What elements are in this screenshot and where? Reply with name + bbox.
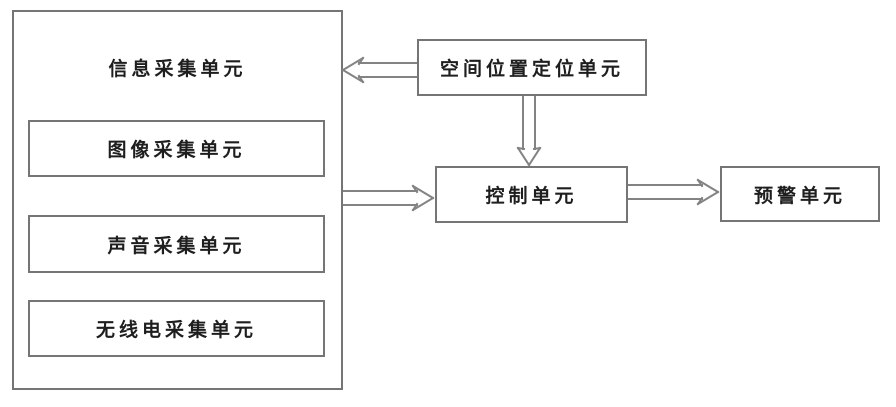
warning-unit-box: 预警单元 — [720, 166, 880, 222]
image-collection-unit-box: 图像采集单元 — [28, 120, 325, 177]
radio-collection-unit-label: 无线电采集单元 — [95, 319, 257, 341]
sound-collection-unit-box: 声音采集单元 — [28, 215, 325, 273]
arrow-info-to-control-icon — [343, 184, 435, 212]
image-collection-unit-label: 图像采集单元 — [107, 139, 246, 161]
control-unit-box: 控制单元 — [435, 166, 628, 223]
info-collection-unit-box: 信息采集单元 图像采集单元 声音采集单元 无线电采集单元 — [12, 10, 343, 390]
radio-collection-unit-box: 无线电采集单元 — [28, 300, 325, 357]
control-unit-label: 控制单元 — [485, 185, 578, 207]
arrow-positioning-to-info-icon — [341, 56, 417, 84]
info-collection-unit-label: 信息采集单元 — [108, 58, 247, 80]
warning-unit-label: 预警单元 — [753, 184, 846, 207]
spatial-positioning-unit-box: 空间位置定位单元 — [417, 39, 647, 96]
arrow-positioning-to-control-icon — [516, 96, 544, 166]
spatial-positioning-unit-label: 空间位置定位单元 — [439, 58, 624, 80]
arrow-control-to-warning-icon — [628, 178, 720, 206]
sound-collection-unit-label: 声音采集单元 — [107, 234, 246, 257]
